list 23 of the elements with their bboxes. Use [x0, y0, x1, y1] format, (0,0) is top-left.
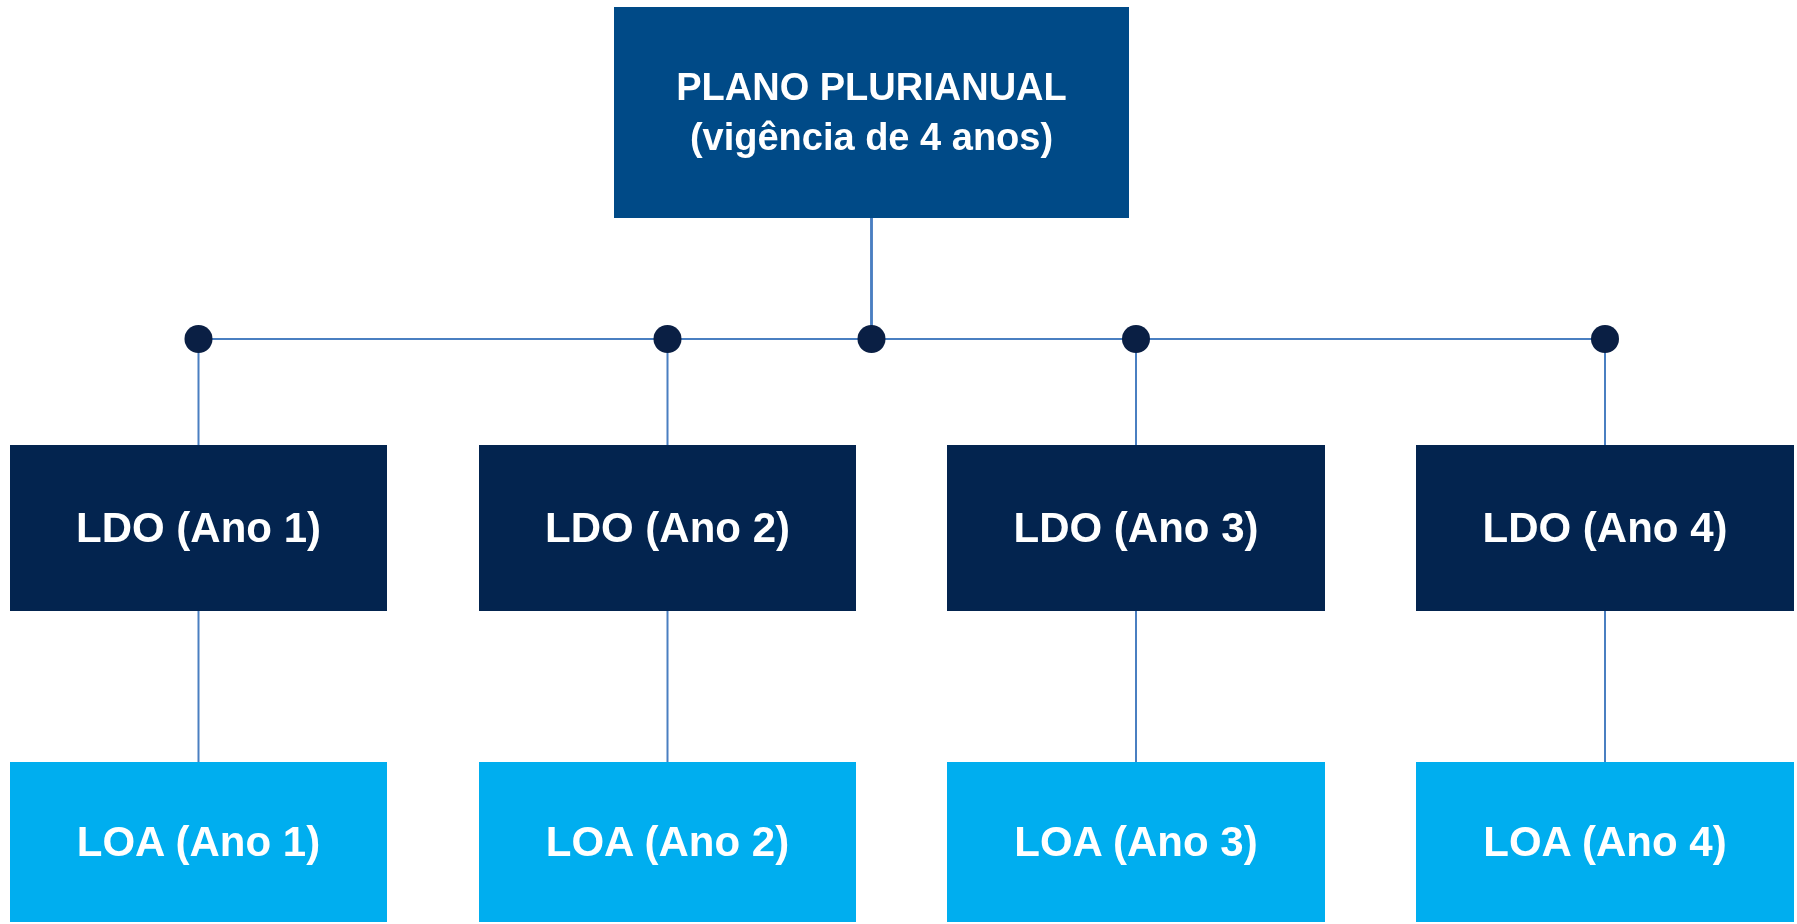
box-label: LDO (Ano 3)	[1013, 502, 1259, 553]
box-label: LOA (Ano 4)	[1483, 816, 1727, 867]
loa-box	[947, 762, 1325, 922]
ldo-box	[10, 445, 387, 611]
loa-box	[1416, 762, 1794, 922]
box-label: LDO (Ano 1)	[76, 502, 321, 553]
connector-line	[1604, 610, 1606, 763]
connector-line	[870, 217, 1606, 446]
box-label: LOA (Ano 3)	[1014, 816, 1258, 867]
ldo-box	[1416, 445, 1794, 611]
connector-line	[1135, 610, 1137, 763]
box-label: LDO (Ano 4)	[1482, 502, 1728, 553]
box-label: LOA (Ano 2)	[545, 816, 790, 867]
ldo-box	[947, 445, 1325, 611]
loa-box	[479, 762, 856, 922]
box-label: LOA (Ano 1)	[76, 816, 321, 867]
connector-line	[197, 610, 200, 763]
plan-box	[614, 7, 1129, 218]
connector-line	[666, 610, 669, 763]
box-label: LDO (Ano 2)	[545, 502, 790, 553]
ldo-box	[479, 445, 856, 611]
loa-box	[10, 762, 387, 922]
box-label: PLANO PLURIANUAL (vigência de 4 anos)	[675, 65, 1068, 160]
